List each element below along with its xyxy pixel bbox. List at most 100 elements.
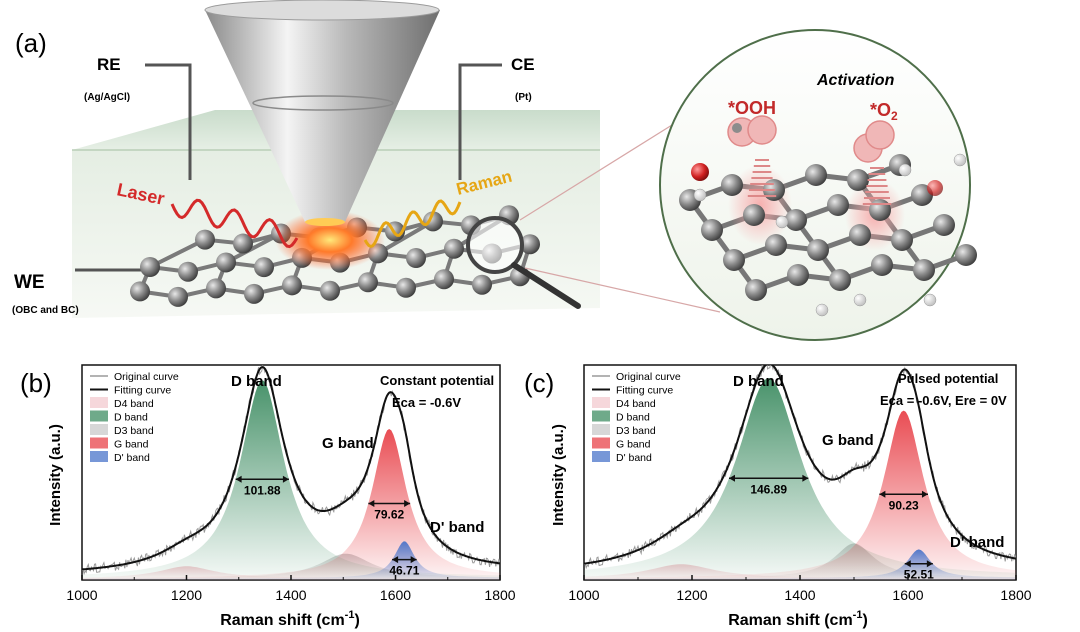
title-b: Constant potential (380, 373, 494, 388)
band-g (82, 429, 500, 580)
legend-item: D band (90, 410, 148, 424)
legend-label: D3 band (114, 425, 154, 437)
fwhm-d: 101.88 (235, 475, 289, 497)
hydrogen-atom (898, 163, 912, 177)
carbon-atom (743, 204, 765, 226)
carbon-atom (847, 169, 869, 191)
carbon-atom (913, 259, 935, 281)
carbon-atom (282, 275, 302, 296)
x-axis-label-c: Raman shift (cm-1) (728, 609, 868, 629)
carbon-atom (849, 224, 871, 246)
band-dprime (584, 549, 1016, 580)
dprime-band-label-c: D' band (950, 534, 1004, 551)
legend-label: Original curve (616, 371, 681, 383)
carbon-atom (955, 244, 977, 266)
laser-wave (170, 198, 299, 249)
legend-label: Original curve (114, 371, 179, 383)
x-axis-label-b: Raman shift (cm-1) (220, 609, 360, 629)
x-tick-label: 1000 (66, 587, 97, 603)
legend-label: D4 band (114, 398, 154, 410)
legend-item: D4 band (90, 397, 154, 410)
carbon-atom (869, 199, 891, 221)
g-band-label-c: G band (822, 432, 874, 449)
oxygen-atom (927, 180, 943, 196)
hydrogen-atom (853, 293, 867, 307)
carbon-atom (785, 209, 807, 231)
carbon-atom (765, 234, 787, 256)
panel-a: (a) RE (Ag/AgCl) CE (Pt) WE (OBC and BC)… (12, 0, 977, 341)
magnifier-icon (466, 216, 581, 309)
carbon-atom (406, 248, 426, 269)
panel-c-label: (c) (524, 368, 554, 398)
legend-label: D band (114, 412, 148, 424)
re-label: RE (97, 55, 121, 74)
x-tick-label: 1400 (784, 587, 815, 603)
fitting-curve-c (584, 365, 1016, 565)
objective-lens (205, 10, 440, 222)
carbon-atom (130, 281, 150, 302)
fwhm-value: 52.51 (904, 568, 934, 582)
legend-item: G band (90, 437, 149, 451)
carbon-atom (244, 283, 264, 304)
hydrogen-atom (923, 293, 937, 307)
x-tick-label: 1400 (275, 587, 306, 603)
carbon-atom (701, 219, 723, 241)
legend-item: Original curve (592, 371, 681, 383)
fwhm-value: 146.89 (750, 482, 787, 496)
carbon-atom (254, 257, 274, 278)
carbon-atom (358, 272, 378, 293)
title-c: Pulsed potential (898, 371, 998, 386)
fwhm-d: 146.89 (728, 474, 809, 496)
fwhm-dprime: 46.71 (389, 556, 420, 578)
legend-label: D' band (616, 452, 652, 464)
legend-item: D3 band (592, 424, 656, 437)
carbon-atom (891, 229, 913, 251)
d-band-label-b: D band (231, 373, 282, 390)
condition-b: Eca = -0.6V (392, 395, 461, 410)
legend-label: G band (114, 439, 149, 451)
carbon-atom (807, 239, 829, 261)
carbon-atom (829, 269, 851, 291)
carbon-atom (787, 264, 809, 286)
legend-item: Original curve (90, 371, 179, 383)
o2-label: *O2 (870, 100, 898, 123)
band-dprime (82, 541, 500, 580)
carbon-atom (472, 274, 492, 295)
legend-label: D3 band (616, 425, 656, 437)
carbon-atom (745, 279, 767, 301)
re-sub: (Ag/AgCl) (84, 92, 130, 103)
carbon-atom (871, 254, 893, 276)
carbon-atom (721, 174, 743, 196)
hydrogen-atom (815, 303, 829, 317)
y-axis-label-c: Intensity (a.u.) (550, 424, 567, 526)
legend-item: Fitting curve (592, 385, 673, 397)
dprime-band-label-b: D' band (430, 519, 484, 536)
legend-label: Fitting curve (114, 385, 171, 397)
legend-label: Fitting curve (616, 385, 673, 397)
carbon-atom (140, 257, 160, 277)
ce-sub: (Pt) (515, 92, 532, 103)
ce-label: CE (511, 55, 535, 74)
carbon-atom (168, 286, 188, 307)
legend-item: D' band (90, 451, 150, 464)
x-tick-label: 1600 (892, 587, 923, 603)
panel-a-label: (a) (15, 28, 47, 58)
carbon-atom (434, 269, 454, 290)
legend-label: D' band (114, 452, 150, 464)
carbon-atom (933, 214, 955, 236)
carbon-atom (206, 278, 226, 299)
hydrogen-atom (693, 188, 707, 202)
activation-label: Activation (816, 72, 895, 89)
fwhm-value: 101.88 (244, 483, 281, 497)
hydrogen-atom (775, 215, 789, 229)
carbon-atom (444, 238, 464, 259)
x-tick-label: 1800 (1000, 587, 1031, 603)
